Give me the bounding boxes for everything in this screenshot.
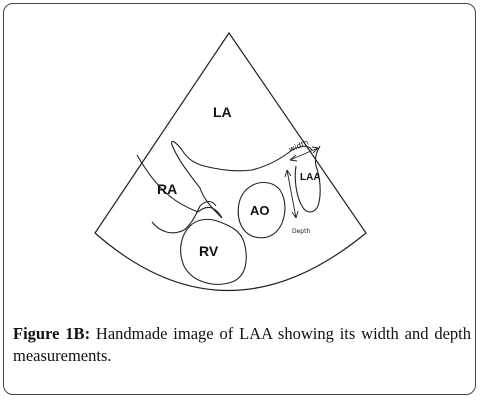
label-la: LA	[213, 104, 232, 120]
depth-arrowhead-bottom	[291, 210, 299, 219]
caption-prefix: Figure 1B:	[13, 324, 91, 343]
echo-diagram: LA RA RV AO LAA width Depth	[94, 31, 367, 291]
ra-border	[151, 200, 217, 234]
width-arrowhead-right	[311, 146, 319, 154]
width-arrowhead-left	[289, 154, 298, 162]
label-rv: RV	[199, 243, 219, 259]
figure-frame	[3, 3, 476, 395]
depth-arrow	[286, 169, 297, 219]
width-arrow	[289, 147, 319, 161]
label-ao: AO	[250, 203, 270, 218]
figure-caption: Figure 1B: Handmade image of LAA showing…	[13, 323, 471, 367]
label-width: width	[287, 138, 310, 154]
rv-chamber	[180, 218, 247, 285]
depth-arrowhead-top	[284, 169, 292, 178]
label-ra: RA	[157, 181, 177, 197]
echo-sector-outline	[94, 31, 367, 291]
laa-chamber	[294, 145, 321, 213]
label-depth: Depth	[292, 228, 310, 235]
ao-chamber	[237, 181, 286, 239]
caption-text: Handmade image of LAA showing its width …	[13, 324, 471, 365]
label-laa: LAA	[300, 172, 321, 183]
atrial-wall-contour	[136, 140, 313, 219]
